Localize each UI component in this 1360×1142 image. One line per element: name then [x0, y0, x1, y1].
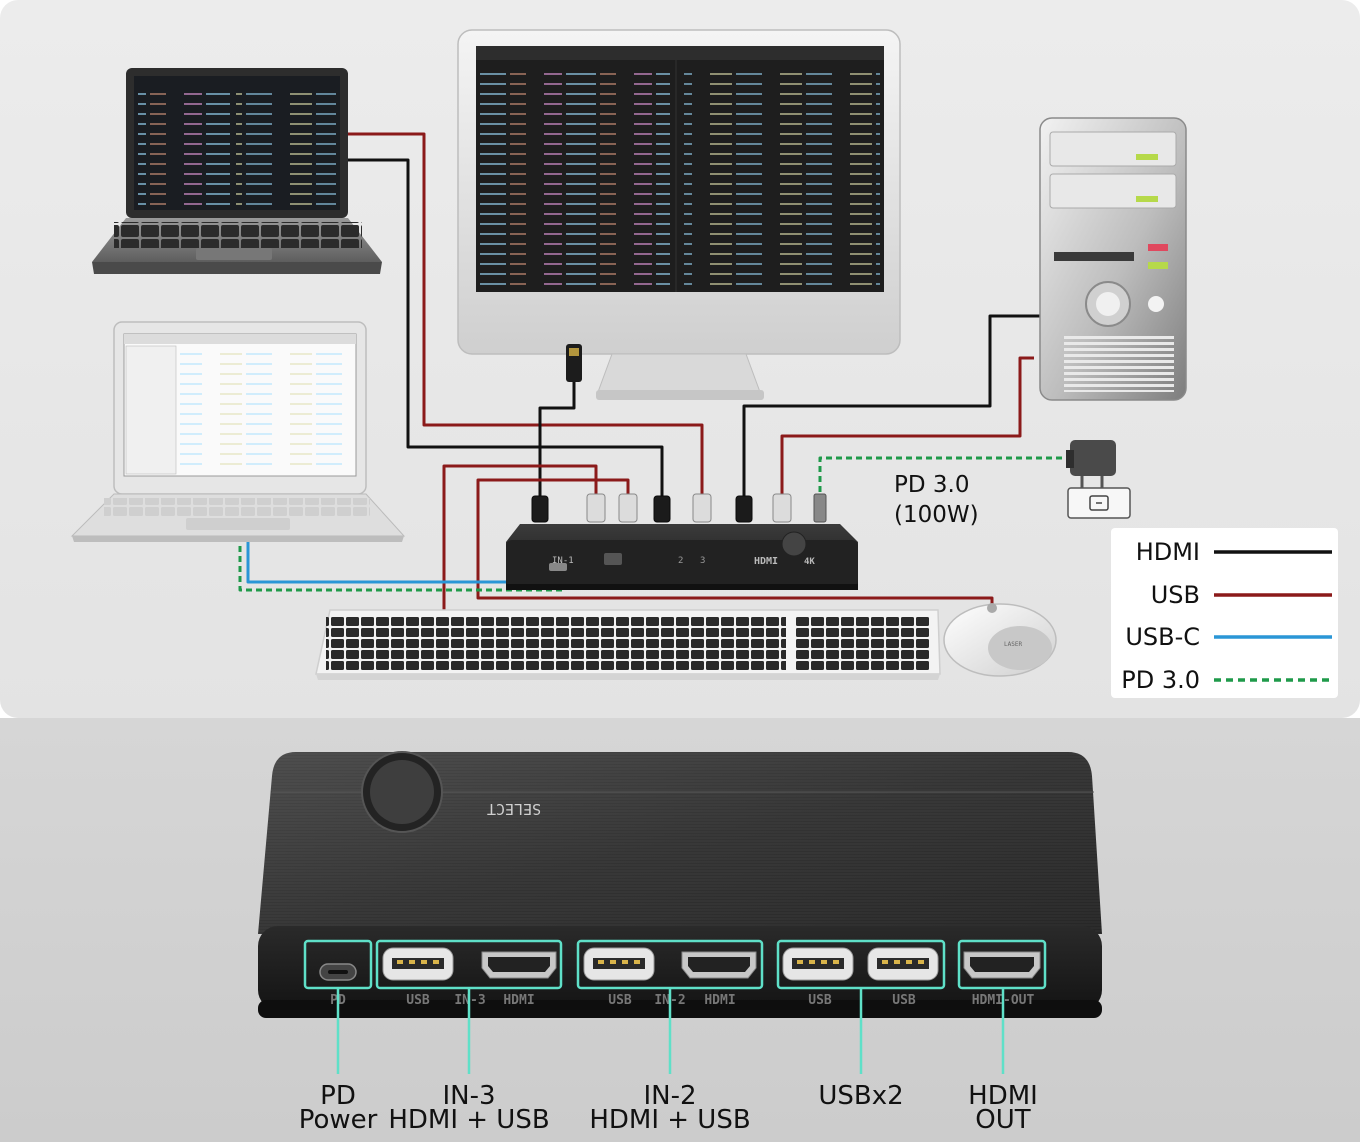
legend-item-pd-3-0: PD 3.0 [1121, 666, 1332, 694]
mouse-brand-label: LASER [1004, 641, 1022, 648]
callout-line2: Power [299, 1105, 378, 1135]
port-printed-label: USB [808, 993, 832, 1008]
small-switch-4k-logo: 4K [804, 557, 815, 567]
callout-line1: HDMI [968, 1081, 1038, 1111]
legend-label: USB-C [1125, 623, 1200, 651]
hdmi-cable-monitor [538, 380, 576, 500]
usb-cable-mouse [476, 478, 994, 604]
legend-label: HDMI [1136, 538, 1200, 566]
callout-line1: USBx2 [818, 1081, 903, 1111]
port-printed-label: USB [406, 993, 430, 1008]
monitor [457, 29, 901, 400]
power-adapter-icon [1066, 440, 1131, 519]
port-printed-label: HDMI [503, 993, 534, 1008]
usb-cable-keyboard [442, 464, 598, 612]
usb-port-in2 [583, 947, 655, 981]
usb-port-out-2 [867, 947, 939, 981]
laptop-silver [70, 321, 406, 542]
callout-line2: OUT [975, 1105, 1030, 1135]
usb-c-port [319, 963, 357, 981]
callout-line1: PD [320, 1081, 356, 1111]
callout-line1: IN-3 [442, 1081, 495, 1111]
hdmi-port-out [963, 951, 1041, 979]
legend-item-usb: USB [1151, 581, 1332, 609]
kvm-switch-large: SELECT PDUSBIN-3HDMIUSBIN-2HDMIUSBUSBHDM… [258, 751, 1102, 1018]
keyboard [315, 609, 941, 680]
hdmi-cable-laptop1 [348, 158, 664, 500]
pd-cable-adapter [818, 456, 1062, 498]
legend-label: PD 3.0 [1121, 666, 1200, 694]
legend-box [1111, 528, 1338, 698]
callout-4: USBx2 [818, 988, 904, 1111]
tower-pc [1039, 117, 1187, 401]
hdmi-port-in2 [681, 951, 757, 979]
power-label-line2: (100W) [894, 502, 979, 528]
usb-port-in3 [382, 947, 454, 981]
legend-item-hdmi: HDMI [1136, 538, 1332, 566]
usb-port-out-1 [782, 947, 854, 981]
legend: HDMI USB USB-C PD 3.0 [1111, 528, 1338, 698]
kvm-switch-small: IN-1 2 3 HDMI 4K [506, 493, 858, 590]
callout-line1: IN-2 [643, 1081, 696, 1111]
mouse: LASER [943, 603, 1057, 677]
legend-label: USB [1151, 581, 1200, 609]
port-printed-label: USB [892, 993, 916, 1008]
laptop-dark [92, 68, 382, 274]
legend-item-usb-c: USB-C [1125, 623, 1332, 651]
hdmi-cable-tower [742, 314, 1040, 500]
callout-line2: HDMI + USB [388, 1105, 549, 1135]
port-printed-label: HDMI [704, 993, 735, 1008]
select-label: SELECT [487, 800, 541, 818]
small-switch-connectors [531, 493, 827, 523]
usb-cable-tower [780, 356, 1034, 500]
hdmi-port-in3 [481, 951, 557, 979]
power-label-line1: PD 3.0 [894, 472, 969, 498]
usb-cable-laptop1 [348, 132, 704, 500]
small-switch-in-label: IN-1 [552, 556, 574, 566]
small-switch-port-2: 2 [678, 556, 683, 566]
small-switch-port-3: 3 [700, 556, 705, 566]
small-switch-hdmi-logo: HDMI [754, 556, 778, 567]
port-printed-label: USB [608, 993, 632, 1008]
callout-line2: HDMI + USB [589, 1105, 750, 1135]
